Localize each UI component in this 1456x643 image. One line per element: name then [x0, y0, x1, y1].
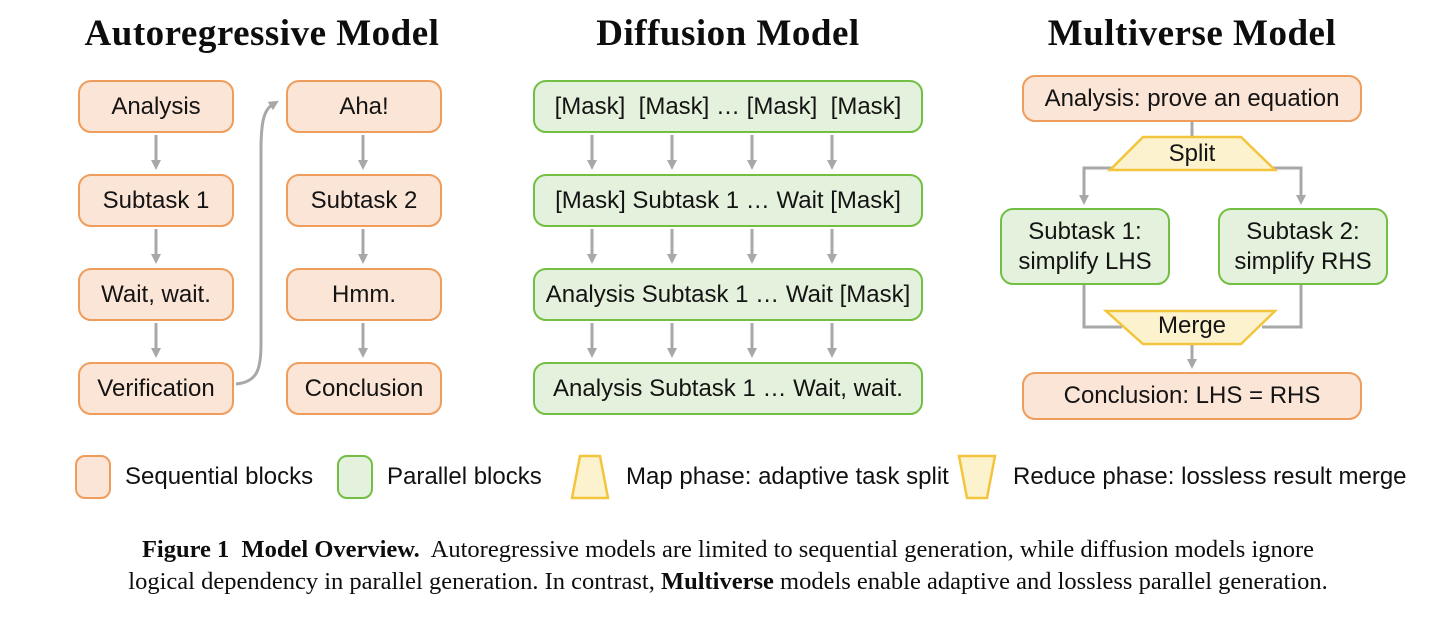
autoregressive-box-analysis: Analysis: [78, 80, 234, 133]
multiverse-box-subtask2: Subtask 2: simplify RHS: [1218, 208, 1388, 285]
reduce-trapezoid-swatch: [957, 454, 997, 500]
multiverse-box-conclusion: Conclusion: LHS = RHS: [1022, 372, 1362, 420]
legend-label: Reduce phase: lossless result merge: [1013, 463, 1407, 490]
caption-line-1: Figure 1 Model Overview. Autoregressive …: [141, 536, 1315, 563]
diffusion-row-3: Analysis Subtask 1 … Wait [Mask]: [533, 268, 923, 321]
verification-to-aha-arrow: [235, 100, 279, 386]
connector-layer: [151, 100, 1306, 386]
caption-multiverse-bold: Multiverse: [660, 568, 774, 595]
legend-label: Sequential blocks: [125, 463, 314, 490]
autoregressive-box-conclusion: Conclusion: [286, 362, 442, 415]
diffusion-row-4: Analysis Subtask 1 … Wait, wait.: [533, 362, 923, 415]
multiverse-box-analysis: Analysis: prove an equation: [1022, 75, 1362, 122]
autoregressive-box-subtask2: Subtask 2: [286, 174, 442, 227]
autoregressive-box-aha: Aha!: [286, 80, 442, 133]
split-trapezoid: [1106, 135, 1279, 172]
sequential-block-swatch: [75, 455, 111, 499]
split-label: Split: [1168, 140, 1216, 167]
autoregressive-box-hmm: Hmm.: [286, 268, 442, 321]
autoregressive-arrows: [151, 100, 368, 386]
legend-item-parallel: Parallel blocks: [337, 452, 542, 502]
map-trapezoid-swatch: [570, 454, 610, 500]
legend-label: Parallel blocks: [387, 463, 542, 490]
autoregressive-box-verification: Verification: [78, 362, 234, 415]
legend-item-map-phase: Map phase: adaptive task split: [568, 452, 949, 502]
merge-label: Merge: [1157, 312, 1227, 339]
autoregressive-title: Autoregressive Model: [84, 13, 440, 54]
caption-figure-label: Figure 1 Model Overview.: [141, 536, 420, 563]
diffusion-arrows: [587, 135, 837, 358]
parallel-block-swatch: [337, 455, 373, 499]
diffusion-title: Diffusion Model: [596, 13, 860, 54]
legend-item-sequential: Sequential blocks: [75, 452, 313, 502]
legend-label: Map phase: adaptive task split: [626, 463, 949, 490]
multiverse-connectors: [1079, 122, 1306, 369]
multiverse-box-subtask1: Subtask 1: simplify LHS: [1000, 208, 1170, 285]
figure-caption: Figure 1 Model Overview. Autoregressive …: [56, 534, 1400, 598]
multiverse-title: Multiverse Model: [1047, 13, 1337, 54]
merge-trapezoid: [1102, 309, 1279, 346]
caption-line-2: logical dependency in parallel generatio…: [128, 568, 1328, 595]
autoregressive-box-wait: Wait, wait.: [78, 268, 234, 321]
autoregressive-box-subtask1: Subtask 1: [78, 174, 234, 227]
diffusion-row-1: [Mask] [Mask] … [Mask] [Mask]: [533, 80, 923, 133]
diffusion-row-2: [Mask] Subtask 1 … Wait [Mask]: [533, 174, 923, 227]
legend-item-reduce-phase: Reduce phase: lossless result merge: [955, 452, 1407, 502]
